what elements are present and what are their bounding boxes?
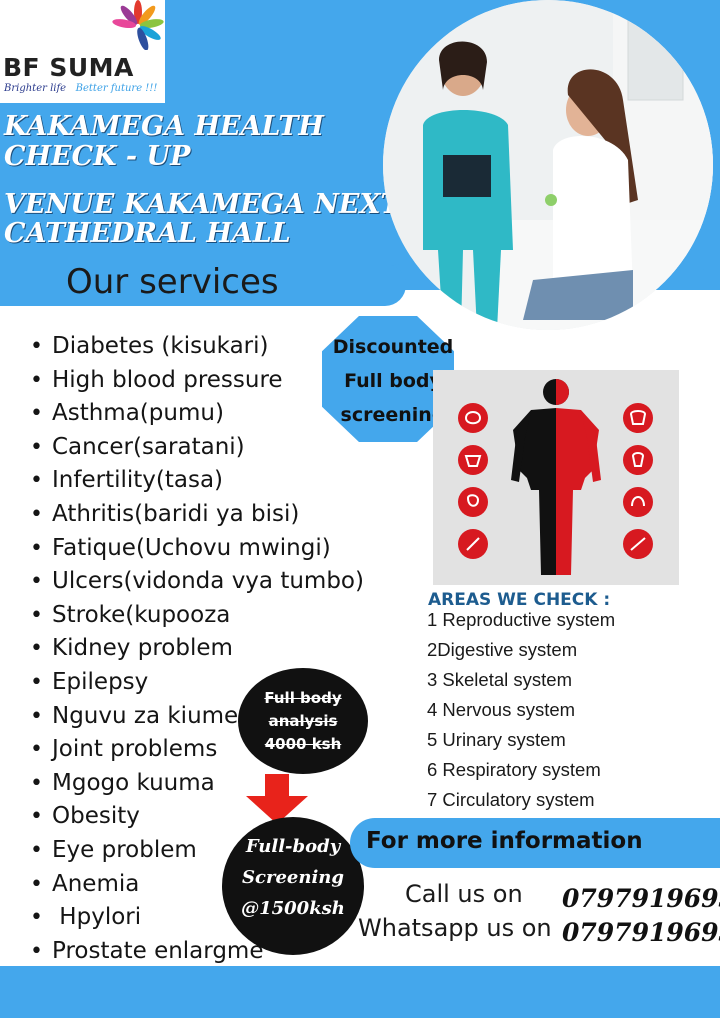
photo-illustration <box>383 0 713 330</box>
new-price-line-3: @1500ksh <box>241 898 345 919</box>
area-item: 1 Reproductive system <box>427 609 616 630</box>
new-price-badge <box>222 817 364 955</box>
old-price-line-1: Full body <box>264 689 342 707</box>
service-item: Joint problems <box>30 733 364 767</box>
area-item: 3 Skeletal system <box>427 669 572 690</box>
service-item: Nguvu za kiume <box>30 700 364 734</box>
discount-line-2: Full body <box>344 370 442 392</box>
service-item: Stroke(kupooza <box>30 599 364 633</box>
areas-title: AREAS WE CHECK : <box>428 590 611 610</box>
new-price-line-2: Screening <box>242 867 344 888</box>
area-item: 6 Respiratory system <box>427 759 601 780</box>
services-header-pill <box>0 264 406 306</box>
service-item: Ulcers(vidonda vya tumbo) <box>30 565 364 599</box>
footer-bar <box>0 966 720 1018</box>
old-price-line-3: 4000 ksh <box>264 735 342 753</box>
phone-number-whatsapp[interactable]: 0797919693 <box>562 918 720 947</box>
old-price-badge <box>238 668 368 774</box>
area-item: 7 Circulatory system <box>427 789 595 810</box>
services-list: Diabetes (kisukari) High blood pressure … <box>30 330 364 968</box>
tagline-part-2: Better future !!! <box>75 83 158 94</box>
area-item: 5 Urinary system <box>427 729 566 750</box>
service-item: Fatique(Uchovu mwingi) <box>30 532 364 566</box>
area-item: 4 Nervous system <box>427 699 576 720</box>
service-item: Epilepsy <box>30 666 364 700</box>
arrow-down-icon <box>246 774 308 824</box>
discount-line-1: Discounted <box>332 336 454 358</box>
brand-name: BF SUMA <box>3 53 134 82</box>
area-item: 2Digestive system <box>427 639 578 660</box>
old-price-line-2: analysis <box>268 712 338 730</box>
service-item: Kidney problem <box>30 632 364 666</box>
headline-line-1: KAKAMEGA HEALTH <box>4 111 324 142</box>
brand-tagline: Brighter life Better future !!! <box>4 83 157 94</box>
service-item: Asthma(pumu) <box>30 397 364 431</box>
venue-line-2: CATHEDRAL HALL <box>4 218 291 249</box>
service-item: Anemia <box>30 868 364 902</box>
service-item: Eye problem <box>30 834 364 868</box>
service-item: Cancer(saratani) <box>30 431 364 465</box>
service-item: Infertility(tasa) <box>30 464 364 498</box>
whatsapp-label: Whatsapp us on <box>358 914 552 942</box>
human-body-icon <box>433 370 679 585</box>
service-item: Diabetes (kisukari) <box>30 330 364 364</box>
service-item: Obesity <box>30 800 364 834</box>
service-item: Prostate enlargme <box>30 935 364 969</box>
discount-badge <box>322 316 454 442</box>
call-label: Call us on <box>405 880 523 908</box>
phone-number-call[interactable]: 0797919693 <box>562 884 720 913</box>
body-organs-illustration <box>433 370 679 585</box>
doctor-patient-photo <box>383 0 713 330</box>
service-item: Athritis(baridi ya bisi) <box>30 498 364 532</box>
headline-line-2: CHECK - UP <box>4 141 191 172</box>
logo-panel: BF SUMA Brighter life Better future !!! <box>0 0 165 103</box>
discount-line-3: screening <box>340 404 446 426</box>
tagline-part-1: Brighter life <box>4 83 67 94</box>
service-item: Hpylori <box>30 901 364 935</box>
venue-line-1: VENUE KAKAMEGA NEXT TO <box>4 189 454 220</box>
info-header-pill <box>350 818 720 868</box>
service-item: Mgogo kuuma <box>30 767 364 801</box>
services-title: Our services <box>66 262 279 302</box>
new-price-line-1: Full-body <box>245 836 341 857</box>
info-header: For more information <box>366 828 643 854</box>
service-item: High blood pressure <box>30 364 364 398</box>
sun-logo-icon <box>112 0 164 50</box>
